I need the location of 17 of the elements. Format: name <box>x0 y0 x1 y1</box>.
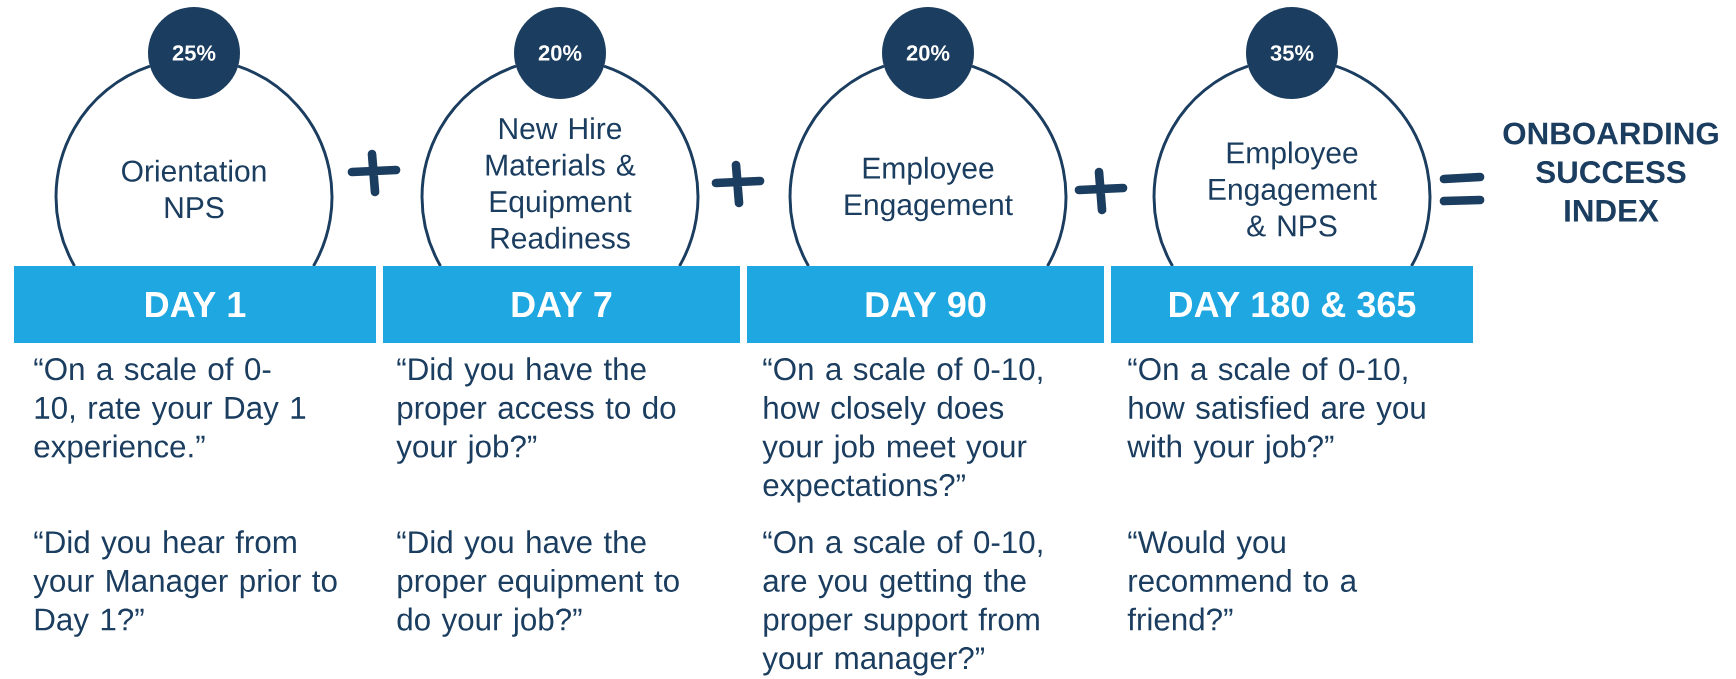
survey-question: “Did you have the proper access to do your job?” <box>396 357 676 464</box>
percent-badge: 35% <box>1246 7 1338 99</box>
day-banner: DAY 7 <box>383 266 740 343</box>
survey-question: “On a scale of 0-10, how satisfied are you with your job?” <box>1127 357 1425 464</box>
day-banner: DAY 1 <box>14 266 376 343</box>
result-title: ONBOARDING SUCCESS INDEX <box>1503 122 1718 222</box>
day-banner: DAY 180 & 365 <box>1111 266 1473 343</box>
survey-question: “Did you hear from your Manager prior to Day 1?” <box>33 530 337 637</box>
day-banner: DAY 90 <box>747 266 1104 343</box>
survey-question: “Would you recommend to a friend?” <box>1127 530 1358 631</box>
survey-question: “On a scale of 0-10, how closely does your job meet your expectations?” <box>762 357 1042 503</box>
percent-badge: 20% <box>514 7 606 99</box>
survey-question: “Did you have the proper equipment to do your job?” <box>397 530 679 637</box>
percent-badge: 20% <box>882 7 974 99</box>
percent-badge: 25% <box>148 7 240 99</box>
survey-question: “On a scale of 0- 10, rate your Day 1 experience.” <box>34 357 306 464</box>
survey-question: “On a scale of 0-10, are you getting the proper support from your manager?” <box>762 530 1042 676</box>
